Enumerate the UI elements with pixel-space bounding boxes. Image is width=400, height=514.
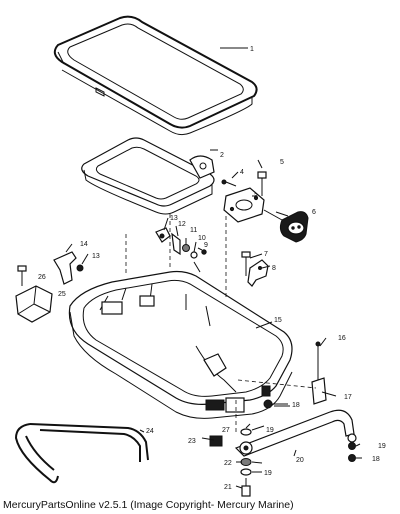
part-lower-cowl bbox=[68, 270, 293, 419]
callout-5: 5 bbox=[280, 159, 284, 166]
part-grommet bbox=[209, 435, 223, 447]
callout-labels: 1 2 3 4 5 6 7 8 9 10 11 12 13 13 14 15 1… bbox=[38, 46, 386, 491]
part-nuts bbox=[263, 399, 356, 462]
callout-19a: 19 bbox=[266, 427, 274, 434]
callout-20: 20 bbox=[296, 457, 304, 464]
callout-9: 9 bbox=[204, 242, 208, 249]
callout-11: 11 bbox=[190, 227, 197, 234]
callout-19b: 19 bbox=[378, 443, 386, 450]
part-latch bbox=[263, 209, 309, 243]
callout-18b: 18 bbox=[372, 456, 380, 463]
callout-1: 1 bbox=[250, 46, 254, 53]
callout-21: 21 bbox=[224, 484, 232, 491]
callout-2: 2 bbox=[220, 152, 224, 159]
callout-14: 14 bbox=[80, 241, 88, 248]
callout-7: 7 bbox=[264, 251, 268, 258]
callout-10: 10 bbox=[198, 235, 206, 242]
callout-12: 12 bbox=[178, 221, 186, 228]
callout-13a: 13 bbox=[170, 215, 178, 222]
part-clip bbox=[241, 251, 269, 287]
image-caption: MercuryPartsOnline v2.5.1 (Image Copyrig… bbox=[3, 499, 294, 511]
part-lever bbox=[53, 251, 84, 285]
assembly-lines bbox=[125, 214, 317, 432]
callout-18a: 18 bbox=[292, 402, 300, 409]
leader-lines bbox=[65, 47, 362, 489]
part-top-seal bbox=[53, 15, 258, 136]
part-washers-bolt bbox=[240, 428, 252, 497]
callout-3: 3 bbox=[254, 193, 258, 200]
callout-15: 15 bbox=[274, 317, 282, 324]
callout-8: 8 bbox=[272, 265, 276, 272]
callout-25: 25 bbox=[58, 291, 66, 298]
part-handle-tube bbox=[14, 423, 149, 484]
part-small-hardware bbox=[155, 227, 207, 273]
part-side-bracket bbox=[311, 341, 327, 405]
callout-27: 27 bbox=[222, 427, 230, 434]
callout-16: 16 bbox=[338, 335, 346, 342]
part-latch-bracket bbox=[223, 187, 265, 223]
callout-19c: 19 bbox=[264, 470, 272, 477]
callout-24: 24 bbox=[146, 428, 154, 435]
part-bracket-arm bbox=[234, 409, 357, 457]
callout-13b: 13 bbox=[92, 253, 100, 260]
callout-26: 26 bbox=[38, 274, 46, 281]
callout-4: 4 bbox=[240, 169, 244, 176]
part-screws-upper bbox=[221, 171, 267, 196]
callout-23: 23 bbox=[188, 438, 196, 445]
callout-17: 17 bbox=[344, 394, 352, 401]
callout-6: 6 bbox=[312, 209, 316, 216]
part-frame-seal bbox=[81, 137, 215, 215]
part-side-block bbox=[15, 265, 53, 323]
callout-22: 22 bbox=[224, 460, 232, 467]
